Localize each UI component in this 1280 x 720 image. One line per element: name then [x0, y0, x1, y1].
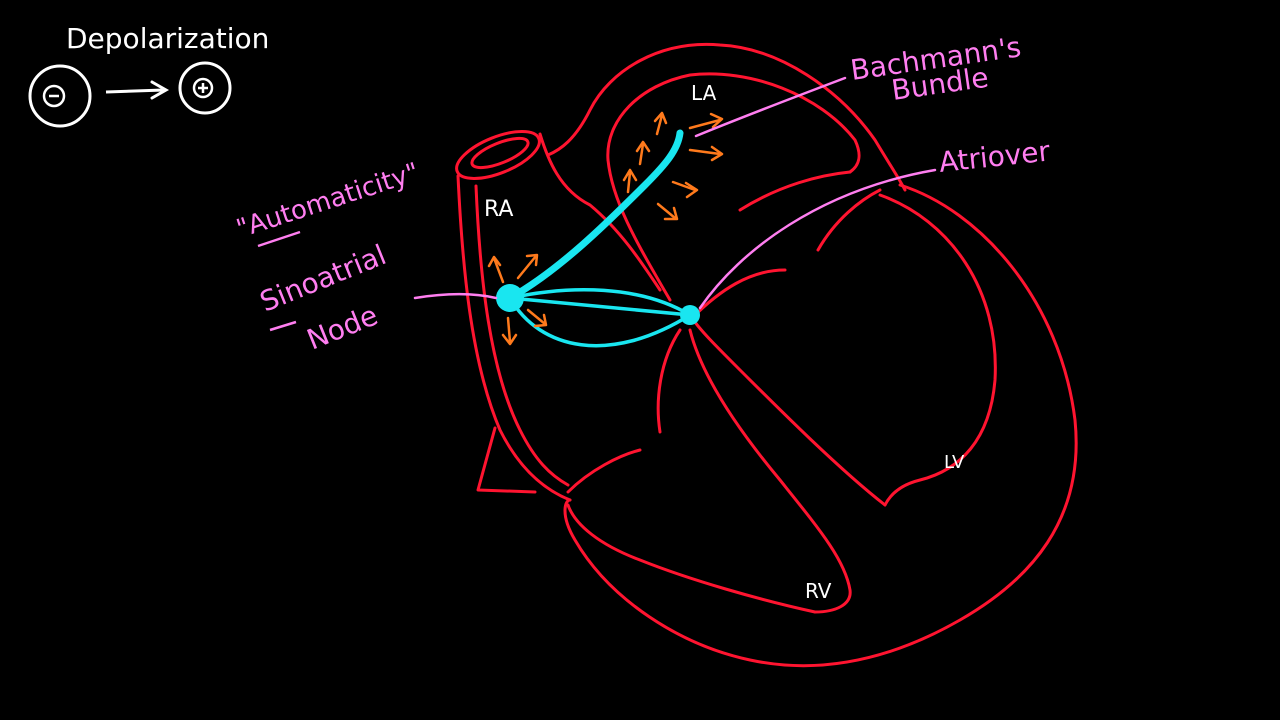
sa-node-pointer	[413, 293, 498, 300]
interventricular-septum	[690, 316, 887, 507]
sinoatrial-label-line2: Node	[302, 299, 382, 357]
legend-title: Depolarization	[66, 22, 269, 55]
arrow-icon	[688, 112, 724, 130]
internodal-anterior	[508, 288, 692, 317]
arrow-icon	[622, 168, 638, 194]
sinoatrial-node	[496, 284, 524, 312]
rv-label: RV	[805, 579, 832, 603]
arrow-icon	[516, 253, 539, 280]
negative-cell-icon	[28, 64, 92, 128]
av-node-pointer	[698, 168, 937, 310]
lv-label: LV	[944, 452, 965, 473]
atrioventricular-node	[680, 305, 700, 325]
ra-outer-wall	[456, 174, 572, 502]
internodal-posterior	[508, 296, 692, 348]
chamber-labels: RA LA RV LV	[484, 81, 965, 603]
internodal-middle	[508, 296, 692, 317]
propagation-arrows	[487, 111, 724, 346]
arrow-right-icon	[105, 80, 170, 100]
arrow-icon	[688, 145, 724, 162]
automaticity-label: "Automaticity"	[233, 157, 423, 244]
conduction-system	[506, 129, 692, 348]
heart-outline	[455, 42, 1078, 668]
arrow-icon	[501, 316, 518, 346]
av-valve-left	[690, 268, 787, 320]
arrow-icon	[656, 202, 679, 221]
automaticity-underline	[257, 230, 301, 248]
heart-top-outline	[546, 42, 907, 192]
depolarization-legend: Depolarization	[28, 22, 269, 128]
la-wall	[606, 72, 861, 174]
la-label: LA	[691, 81, 717, 105]
atrioventricular-label: Atriover	[937, 134, 1052, 179]
arrow-icon	[487, 255, 505, 284]
bachmann-pointer	[694, 76, 847, 138]
lv-chamber	[816, 188, 997, 507]
arrow-icon	[653, 111, 668, 136]
arrow-icon	[671, 180, 699, 199]
rv-inner-wall	[688, 328, 852, 614]
sinoatrial-underline	[269, 320, 297, 332]
vena-cava-opening	[455, 130, 541, 180]
ventricle-outer-wall	[563, 183, 1078, 668]
label-pointers	[413, 76, 937, 310]
positive-cell-icon	[178, 61, 232, 115]
bachmann-bundle-path	[506, 129, 684, 302]
arrow-icon	[526, 308, 548, 328]
arrow-icon	[635, 140, 651, 166]
pink-labels: "Automaticity" Sinoatrial Node Bachmann'…	[233, 30, 1052, 356]
inferior-vena-cava	[476, 426, 537, 494]
ra-label: RA	[484, 197, 513, 222]
